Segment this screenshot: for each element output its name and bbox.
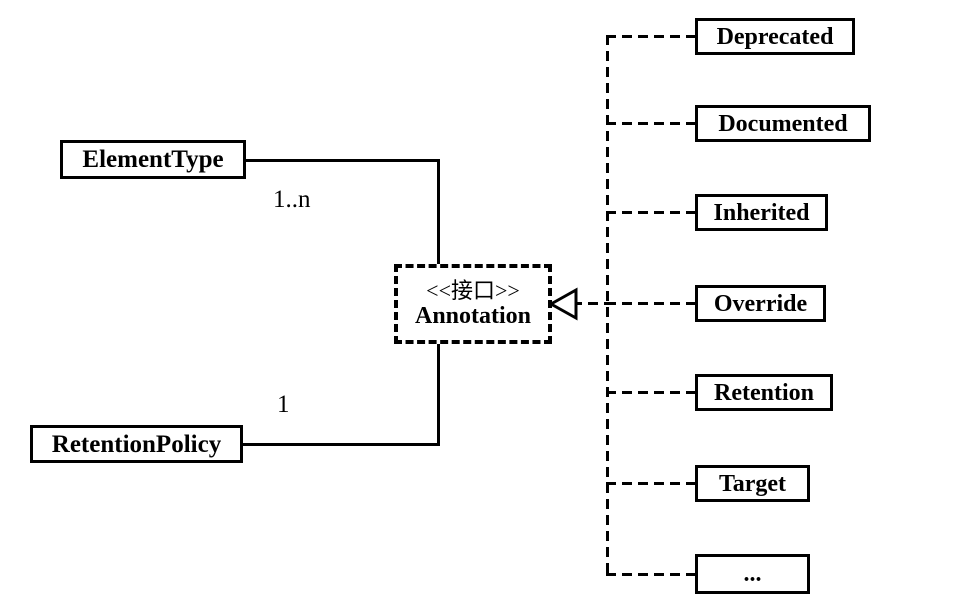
class-box-target-label: Target	[718, 470, 787, 497]
association-line-retentionpolicy-horizontal	[240, 443, 440, 446]
association-line-retentionpolicy-vertical	[437, 340, 440, 446]
class-box-elementtype-label: ElementType	[82, 146, 224, 173]
class-box-ellipsis-label: ...	[743, 561, 762, 587]
multiplicity-label-1n: 1..n	[273, 186, 311, 213]
class-box-documented-label: Documented	[718, 110, 848, 137]
class-box-deprecated-label: Deprecated	[716, 23, 834, 50]
class-box-deprecated[interactable]: Deprecated	[695, 18, 855, 55]
realization-branch-override	[606, 302, 698, 305]
association-line-elementtype-vertical	[437, 159, 440, 267]
class-box-target[interactable]: Target	[695, 465, 810, 502]
realization-branch-documented	[606, 122, 698, 125]
realization-branch-to-annotation	[572, 302, 610, 305]
class-box-override-label: Override	[713, 290, 808, 317]
multiplicity-label-1: 1	[277, 391, 290, 418]
realization-branch-target	[606, 482, 698, 485]
realization-branch-deprecated	[606, 35, 698, 38]
realization-branch-retention	[606, 391, 698, 394]
interface-box-annotation[interactable]: <<接口>> Annotation	[394, 264, 552, 344]
realization-branch-inherited	[606, 211, 698, 214]
class-box-elementtype[interactable]: ElementType	[60, 140, 246, 179]
class-box-documented[interactable]: Documented	[695, 105, 871, 142]
class-box-ellipsis[interactable]: ...	[695, 554, 810, 594]
class-box-retention[interactable]: Retention	[695, 374, 833, 411]
association-line-elementtype-horizontal	[243, 159, 440, 162]
class-box-retentionpolicy-label: RetentionPolicy	[51, 430, 222, 458]
class-box-inherited[interactable]: Inherited	[695, 194, 828, 231]
class-box-inherited-label: Inherited	[713, 199, 810, 226]
realization-trunk-line	[606, 35, 609, 576]
interface-stereotype-label: <<接口>>	[426, 277, 520, 303]
interface-name-label: Annotation	[414, 302, 532, 329]
class-box-retentionpolicy[interactable]: RetentionPolicy	[30, 425, 243, 463]
realization-branch-ellipsis	[606, 573, 698, 576]
class-box-retention-label: Retention	[714, 379, 814, 406]
class-box-override[interactable]: Override	[695, 285, 826, 322]
realization-arrowhead-icon	[547, 287, 578, 321]
